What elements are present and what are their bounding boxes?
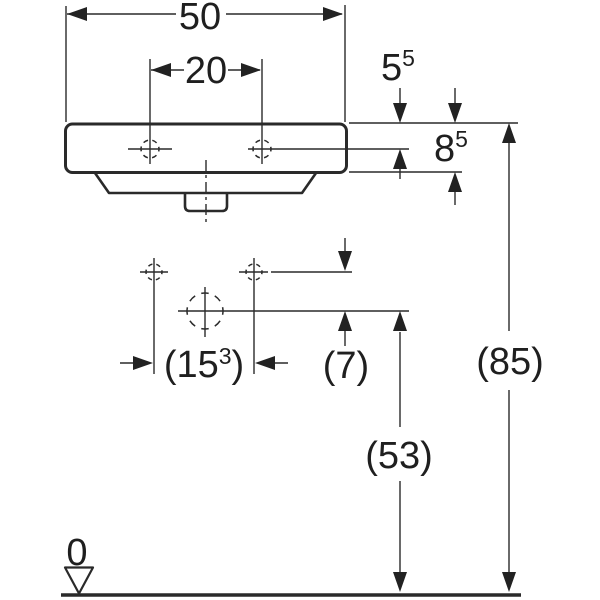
dimension-lines <box>67 13 510 573</box>
dim-apron-height-base: 8 <box>434 128 455 170</box>
datum-triangle-icon <box>63 566 95 595</box>
dimension-arrowheads <box>67 7 516 592</box>
dim-fixing-spacing-pre: (15 <box>164 344 219 386</box>
dim-apron-height-label: 85 <box>434 126 468 170</box>
dim-taphole-setback-base: 5 <box>381 47 402 89</box>
dim-apron-height-sup: 5 <box>455 126 468 152</box>
dim-taphole-setback-label: 55 <box>381 45 415 89</box>
basin-rim-outline <box>64 122 348 174</box>
dim-outlet-drop-label: (7) <box>323 345 369 387</box>
dim-fixing-spacing-sup: 3 <box>219 343 232 369</box>
dim-taphole-spacing-label: 20 <box>185 50 227 92</box>
dim-rim-height-label: (85) <box>476 341 544 383</box>
extension-lines <box>65 5 518 374</box>
dim-taphole-setback-sup: 5 <box>402 45 415 71</box>
dim-overall-width-label: 50 <box>179 0 221 38</box>
dim-outlet-height-label: (53) <box>365 435 433 477</box>
dim-fixing-spacing-post: ) <box>232 344 245 386</box>
datum-zero-label: 0 <box>66 532 87 574</box>
dim-fixing-spacing-label: (153) <box>164 343 244 386</box>
